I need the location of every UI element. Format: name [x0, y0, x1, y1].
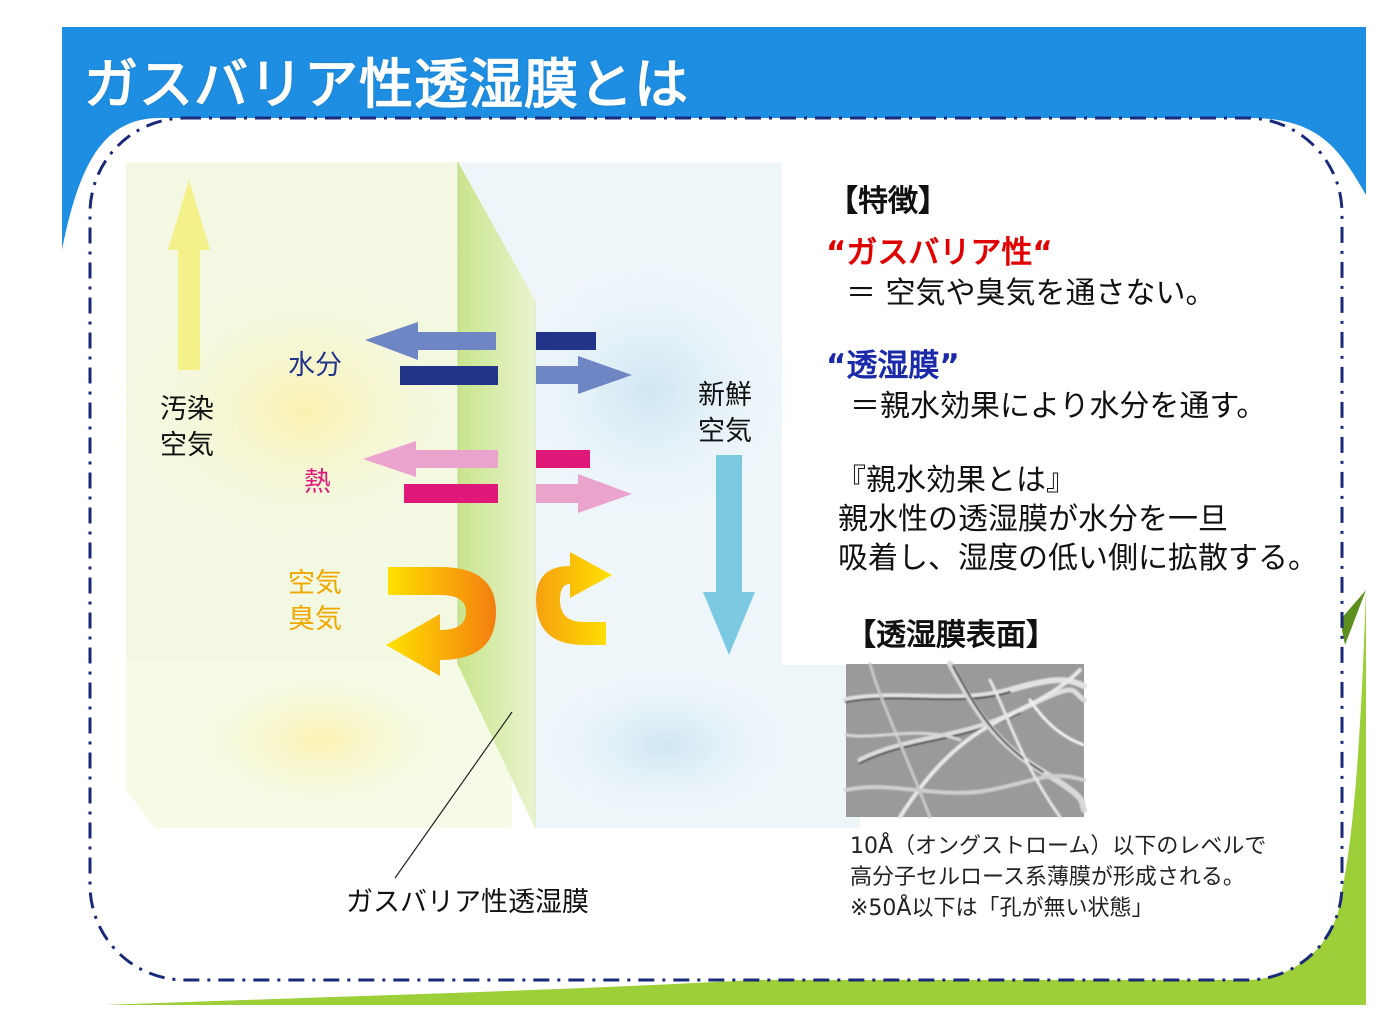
air-odor-label: 空気 臭気: [288, 566, 342, 638]
surface-caption-line3: ※50Å以下は「孔が無い状態」: [850, 896, 1154, 921]
membrane-diagram: [115, 162, 860, 879]
heat-arrows: [363, 441, 632, 513]
moisture-desc: ＝親水効果により水分を通す。: [850, 389, 1267, 424]
polluted-air-label-line1: 汚染: [160, 394, 214, 425]
surface-caption-line1: 10Å（オングストローム）以下のレベルで: [850, 834, 1267, 859]
polluted-air-label: 汚染 空気: [160, 392, 214, 464]
air-odor-arrows: [386, 552, 612, 676]
hydrophilic-title: 『親水効果とは』: [836, 463, 1076, 498]
header-band: [62, 27, 1366, 250]
surface-caption-line2: 高分子セルロース系薄膜が形成される。: [850, 865, 1245, 890]
heat-label: 熱: [304, 467, 331, 498]
polluted-air-arrow: [168, 180, 210, 370]
surface-caption: 10Å（オングストローム）以下のレベルで 高分子セルロース系薄膜が形成される。 …: [850, 831, 1266, 924]
fresh-air-label-line1: 新鮮: [698, 380, 752, 411]
features-heading: 【特徴】: [828, 184, 948, 219]
fresh-air-arrow: [703, 455, 755, 655]
membrane-surface-image: [843, 661, 1087, 819]
moisture-title: “透湿膜”: [826, 348, 960, 384]
surface-heading: 【透湿膜表面】: [846, 618, 1056, 653]
gas-barrier-desc: ＝ 空気や臭気を通さない。: [846, 276, 1216, 311]
membrane-label: ガスバリア性透湿膜: [346, 887, 589, 918]
air-odor-label-line1: 空気: [288, 568, 342, 599]
moisture-label: 水分: [288, 350, 342, 381]
hydrophilic-line1: 親水性の透湿膜が水分を一旦: [838, 502, 1228, 537]
gas-barrier-title: “ガスバリア性“: [826, 235, 1053, 271]
hydrophilic-line2: 吸着し、湿度の低い側に拡散する。: [838, 541, 1318, 576]
moisture-arrows: [365, 322, 632, 394]
fresh-air-label: 新鮮 空気: [698, 378, 752, 450]
air-odor-label-line2: 臭気: [288, 604, 342, 635]
polluted-air-label-line2: 空気: [160, 430, 214, 461]
page-title: ガスバリア性透湿膜とは: [84, 53, 689, 116]
fresh-air-label-line2: 空気: [698, 416, 752, 447]
membrane-pointer-line: [394, 711, 513, 879]
